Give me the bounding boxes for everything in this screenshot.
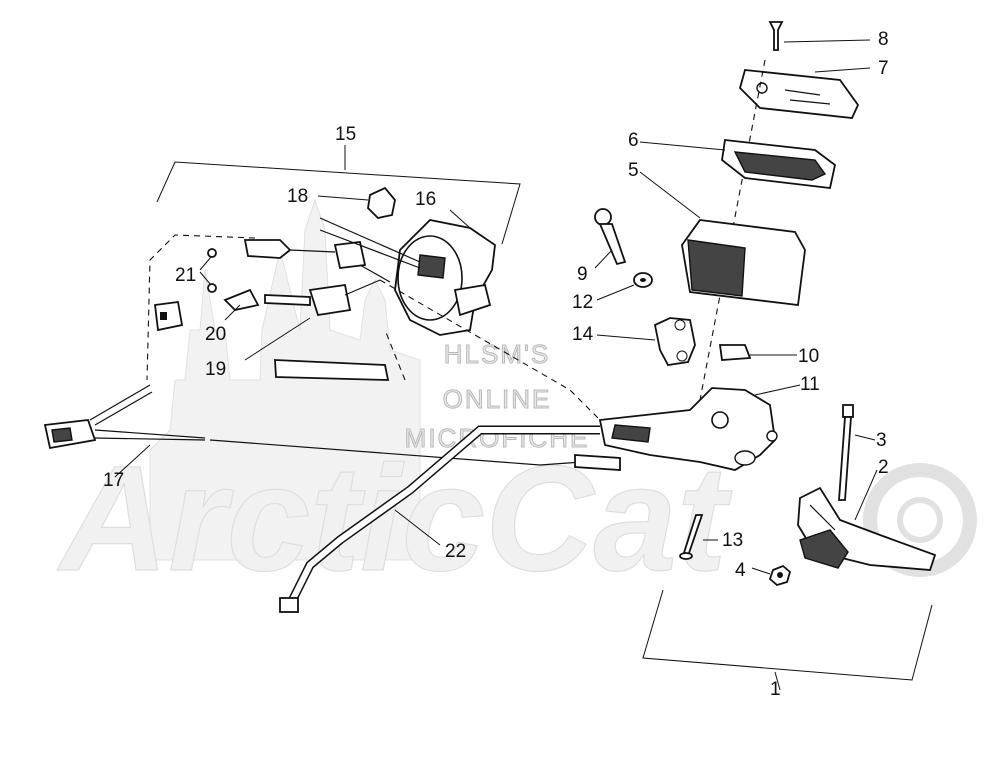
nut-4 bbox=[751, 564, 792, 587]
callout-20: 20 bbox=[205, 324, 226, 345]
callout-10: 10 bbox=[798, 346, 819, 367]
callout-22: 22 bbox=[445, 541, 466, 562]
callout-4: 4 bbox=[735, 560, 746, 581]
reservoir-cover-7 bbox=[738, 67, 871, 119]
callout-14: 14 bbox=[572, 324, 594, 345]
grommet-10 bbox=[718, 344, 797, 361]
watermark-line1: HLSM'S bbox=[444, 339, 551, 369]
reservoir-5 bbox=[639, 171, 806, 307]
washer-12 bbox=[596, 272, 653, 301]
pivot-bolt-3 bbox=[838, 404, 876, 501]
watermark-line2: ONLINE bbox=[443, 384, 552, 414]
bolt-9 bbox=[594, 208, 627, 269]
knob-18 bbox=[317, 186, 396, 219]
bracket-20 bbox=[223, 288, 260, 321]
screw-8 bbox=[768, 21, 871, 51]
plug-connector bbox=[154, 300, 184, 332]
watermark-background: ArcticCat HLSM'S ONLINE MICROFICHE bbox=[55, 198, 977, 603]
screws-21 bbox=[199, 248, 217, 293]
callout-12: 12 bbox=[572, 292, 593, 313]
group-bracket-1 bbox=[642, 589, 933, 691]
callout-7: 7 bbox=[878, 58, 889, 79]
master-cylinder-11 bbox=[598, 384, 801, 471]
callout-1: 1 bbox=[770, 679, 781, 700]
brake-hose-22 bbox=[279, 425, 621, 613]
group-bracket-15 bbox=[156, 145, 521, 245]
callout-8: 8 bbox=[878, 29, 889, 50]
callout-19: 19 bbox=[205, 359, 226, 380]
connector-19 bbox=[244, 279, 381, 361]
diaphragm-6 bbox=[639, 139, 837, 189]
callout-16: 16 bbox=[415, 189, 436, 210]
callout-18: 18 bbox=[287, 186, 308, 207]
callout-21: 21 bbox=[175, 265, 196, 286]
callout-17: 17 bbox=[103, 470, 124, 491]
callout-11: 11 bbox=[800, 374, 820, 395]
callout-2: 2 bbox=[878, 457, 889, 478]
callout-13: 13 bbox=[722, 530, 743, 551]
callout-5: 5 bbox=[628, 160, 639, 181]
switch-housing-16 bbox=[394, 209, 496, 336]
brake-lever-2 bbox=[797, 469, 937, 571]
watermark-brand-text: ArcticCat bbox=[56, 434, 733, 602]
callout-3: 3 bbox=[876, 430, 887, 451]
tube bbox=[274, 359, 390, 381]
clamp-14 bbox=[596, 317, 696, 366]
callout-9: 9 bbox=[577, 264, 588, 285]
screw-13 bbox=[679, 514, 718, 560]
callout-6: 6 bbox=[628, 130, 639, 151]
switch-assembly bbox=[243, 217, 421, 283]
callout-15: 15 bbox=[335, 124, 356, 145]
